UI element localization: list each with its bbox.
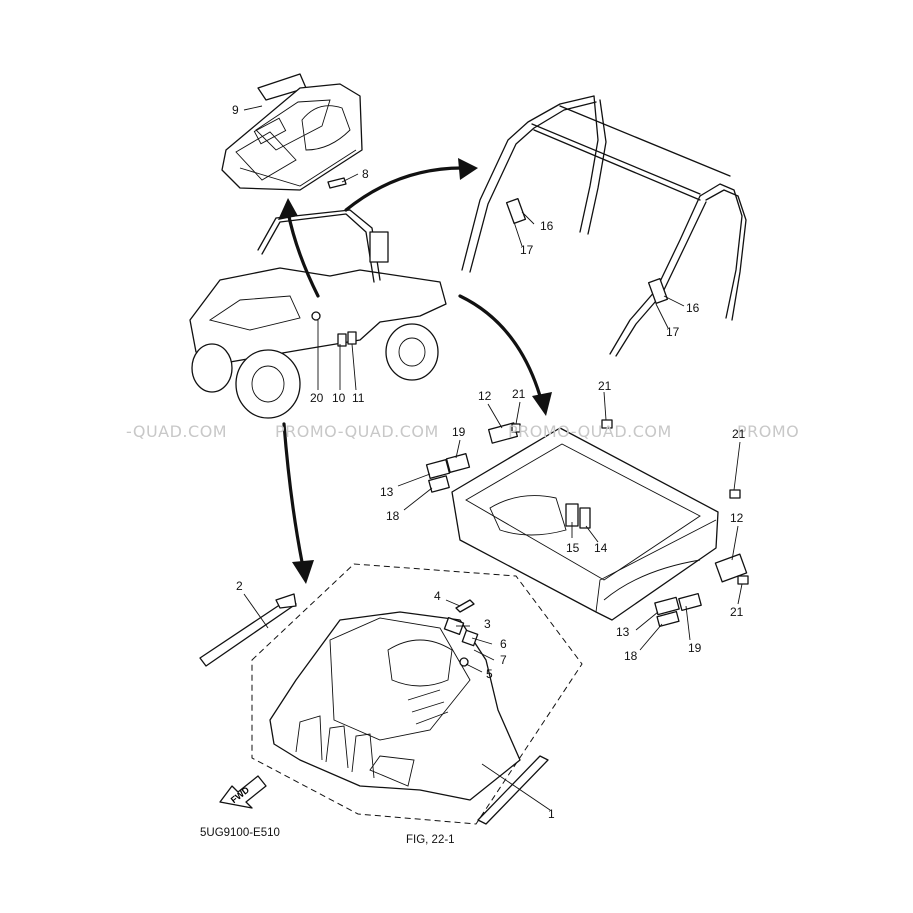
hood-assembly — [199, 563, 583, 825]
callout-20: 20 — [310, 391, 324, 405]
dashboard-assembly — [221, 73, 363, 191]
callout-13: 13 — [380, 485, 394, 499]
watermark-3: PROMO-QUAD.COM — [508, 422, 672, 441]
callout-14: 14 — [594, 541, 608, 555]
watermark-1: -QUAD.COM — [126, 422, 227, 441]
callout-13b: 13 — [616, 625, 630, 639]
callout-15: 15 — [566, 541, 580, 555]
callout-5: 5 — [486, 667, 493, 681]
callout-16: 16 — [540, 219, 554, 233]
callouts: 9 8 16 17 16 17 20 10 11 12 21 21 19 13 … — [232, 103, 746, 821]
callout-21b: 21 — [598, 379, 612, 393]
rops-frame — [461, 95, 747, 357]
callout-6: 6 — [500, 637, 507, 651]
callout-10: 10 — [332, 391, 346, 405]
leader-lines — [243, 105, 743, 811]
watermark-2: PROMO-QUAD.COM — [275, 422, 439, 441]
callout-3: 3 — [484, 617, 491, 631]
callout-12: 12 — [478, 389, 492, 403]
callout-19: 19 — [452, 425, 466, 439]
callout-7: 7 — [500, 653, 507, 667]
callout-21c: 21 — [732, 427, 746, 441]
callout-17: 17 — [520, 243, 534, 257]
vehicle-overview — [189, 209, 447, 419]
callout-8: 8 — [362, 167, 369, 181]
figure-ref-label: FIG, 22-1 — [406, 834, 455, 846]
callout-18b: 18 — [624, 649, 638, 663]
watermark-4: PROMO — [737, 422, 799, 441]
fwd-arrow: FWD — [219, 775, 267, 809]
callout-1: 1 — [548, 807, 555, 821]
callout-4: 4 — [434, 589, 441, 603]
callout-11: 11 — [352, 391, 365, 405]
pointer-arrows — [278, 158, 552, 584]
part-code-label: 5UG9100-E510 — [200, 827, 280, 839]
callout-19b: 19 — [688, 641, 702, 655]
watermarks: -QUAD.COM PROMO-QUAD.COM PROMO-QUAD.COM … — [126, 422, 799, 441]
cargo-bed — [425, 419, 749, 628]
callout-2: 2 — [236, 579, 243, 593]
callout-17b: 17 — [666, 325, 680, 339]
callout-21d: 21 — [730, 605, 744, 619]
callout-12b: 12 — [730, 511, 744, 525]
callout-18: 18 — [386, 509, 400, 523]
callout-21: 21 — [512, 387, 526, 401]
callout-16b: 16 — [686, 301, 700, 315]
callout-9: 9 — [232, 103, 239, 117]
